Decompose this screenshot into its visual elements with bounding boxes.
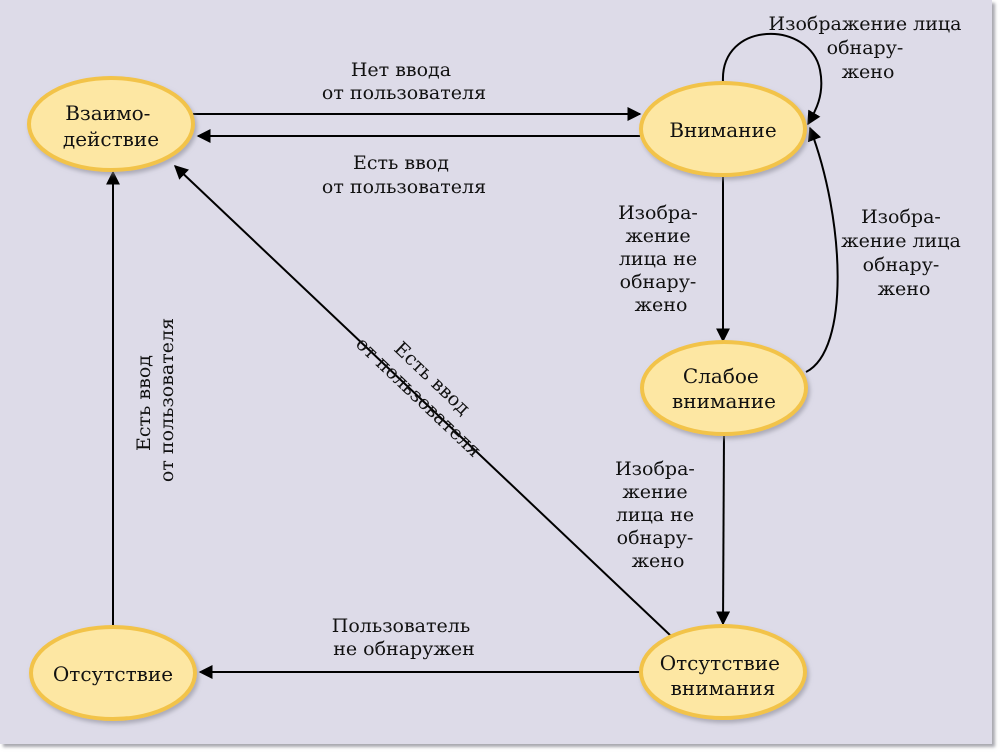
edge-weak-attention-to-no-attention [716, 433, 731, 626]
svg-text:Есть ввод от пользовател: Есть ввод от пользователя [351, 316, 501, 462]
edge-label-no-attention-to-interaction: Есть ввод от пользователя [351, 316, 501, 462]
edge-label-weak-to-no-attention: Изобра- жение лица не обнару- жено [615, 458, 701, 572]
edge-attention-self-loop [721, 32, 823, 126]
edge-label-attention-self: Изображение лица обнару- жено [769, 13, 968, 83]
node-label-line: Взаимо- [65, 101, 150, 125]
edge-label-interaction-to-attention: Нет ввода от пользователя [322, 59, 486, 104]
svg-text:Взаимо- действие: Взаимо- действие [63, 101, 159, 151]
node-label-line: Отсутствие [53, 662, 173, 686]
state-node-attention[interactable]: Внимание [639, 81, 807, 177]
edge-label-attention-to-weak: Изобра- жение лица не обнару- жено [618, 202, 704, 316]
edge-label-attention-to-interaction: Есть ввод от пользователя [322, 152, 486, 198]
node-label-line: действие [63, 127, 159, 151]
edge-label-absence-to-interaction: Есть ввод от пользователя [133, 318, 178, 482]
node-label-line: внимание [672, 389, 776, 413]
svg-text:Отсутствие внимания: Отсутствие внимания [660, 651, 787, 700]
state-node-weak-attention[interactable]: Слабое внимание [640, 340, 808, 436]
svg-text:Отсутствие: Отсутствие [53, 662, 173, 686]
edge-label-weak-to-attention: Изобра- жение лица обнару- жено [841, 206, 967, 300]
node-label-line: внимания [671, 676, 776, 700]
state-node-interaction[interactable]: Взаимо- действие [27, 76, 195, 172]
node-label-line: Отсутствие [660, 651, 780, 675]
edge-label-no-attention-to-absence: Пользователь не обнаружен [332, 615, 476, 660]
edge-weak-attention-to-attention [805, 126, 839, 373]
svg-text:Внимание: Внимание [669, 118, 776, 142]
svg-text:Есть ввод от пользовател: Есть ввод от пользователя [133, 318, 178, 482]
node-label-line: Слабое [683, 364, 759, 388]
node-label-line: Внимание [669, 118, 776, 142]
edge-no-attention-to-interaction [173, 165, 672, 637]
state-node-no-attention[interactable]: Отсутствие внимания [639, 624, 807, 720]
svg-text:Слабое внимание: Слабое внимание [672, 364, 776, 413]
state-node-absence[interactable]: Отсутствие [29, 625, 197, 721]
